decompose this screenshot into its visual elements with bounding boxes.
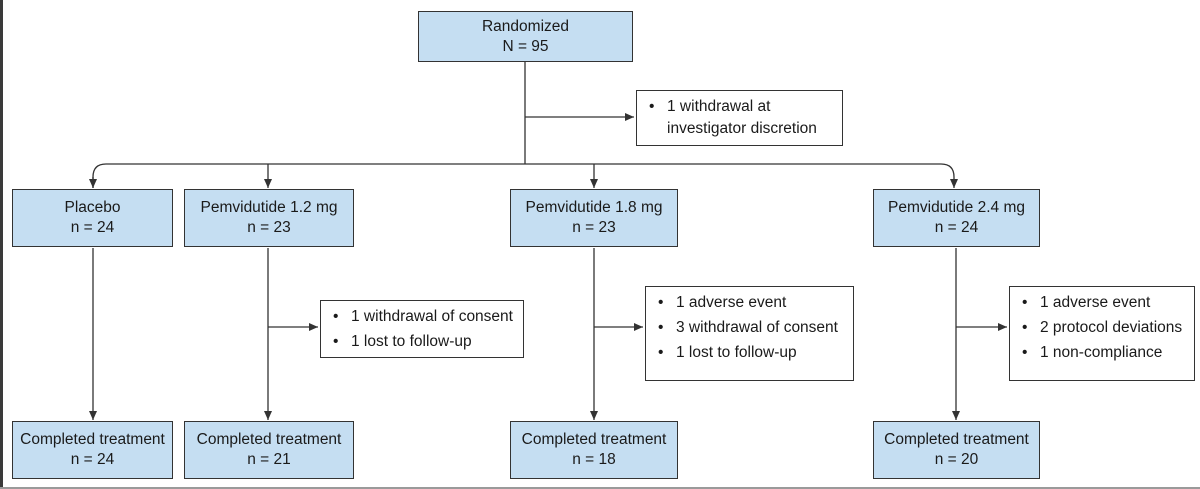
- arm-name: Placebo: [64, 199, 121, 216]
- distribution-line: [92, 163, 958, 188]
- window-edge: [0, 0, 3, 489]
- discontinuation-item: 1 adverse event: [1020, 290, 1186, 315]
- exclusion-item: 1 withdrawal at investigator discretion: [647, 96, 834, 140]
- discontinuation-item: 1 lost to follow-up: [656, 340, 845, 365]
- completed-label: Completed treatment: [196, 431, 342, 448]
- arm-n: n = 23: [247, 219, 291, 236]
- arm-box-pemvidutide-2-4mg: Pemvidutide 2.4 mg n = 24: [873, 189, 1040, 247]
- arm-box-placebo: Placebo n = 24: [12, 189, 173, 247]
- completed-n: n = 21: [247, 451, 291, 468]
- discontinuation-item: 3 withdrawal of consent: [656, 315, 845, 340]
- arm-box-pemvidutide-1-2mg: Pemvidutide 1.2 mg n = 23: [184, 189, 354, 247]
- discontinuation-item: 1 withdrawal of consent: [331, 304, 515, 329]
- completed-label: Completed treatment: [884, 431, 1029, 448]
- exclusion-note: 1 withdrawal at investigator discretion: [636, 90, 843, 146]
- completed-box-2-4mg: Completed treatment n = 20: [873, 421, 1040, 479]
- randomized-box: Randomized N = 95: [418, 11, 633, 62]
- randomized-label: Randomized: [481, 17, 570, 35]
- randomized-count: N = 95: [502, 37, 549, 55]
- completed-n: n = 24: [70, 451, 115, 468]
- arm-name: Pemvidutide 2.4 mg: [888, 199, 1025, 216]
- arm-n: n = 24: [934, 219, 979, 236]
- arm-n: n = 24: [70, 219, 115, 236]
- arm-name: Pemvidutide 1.2 mg: [200, 199, 338, 216]
- discontinuation-note-1-8mg: 1 adverse event 3 withdrawal of consent …: [645, 286, 854, 381]
- discontinuation-note-2-4mg: 1 adverse event 2 protocol deviations 1 …: [1009, 286, 1195, 381]
- completed-box-1-8mg: Completed treatment n = 18: [510, 421, 678, 479]
- completed-n: n = 18: [572, 451, 616, 468]
- completed-box-placebo: Completed treatment n = 24: [12, 421, 173, 479]
- discontinuation-item: 1 non-compliance: [1020, 340, 1186, 365]
- completed-box-1-2mg: Completed treatment n = 21: [184, 421, 354, 479]
- completed-n: n = 20: [934, 451, 979, 468]
- discontinuation-note-1-2mg: 1 withdrawal of consent 1 lost to follow…: [320, 300, 524, 358]
- discontinuation-item: 1 lost to follow-up: [331, 329, 515, 354]
- arm-n: n = 23: [572, 219, 616, 236]
- arm-box-pemvidutide-1-8mg: Pemvidutide 1.8 mg n = 23: [510, 189, 678, 247]
- discontinuation-item: 1 adverse event: [656, 290, 845, 315]
- arm-name: Pemvidutide 1.8 mg: [525, 199, 663, 216]
- discontinuation-item: 2 protocol deviations: [1020, 315, 1186, 340]
- bottom-edge: [0, 487, 1200, 489]
- completed-label: Completed treatment: [20, 431, 165, 448]
- completed-label: Completed treatment: [521, 431, 667, 448]
